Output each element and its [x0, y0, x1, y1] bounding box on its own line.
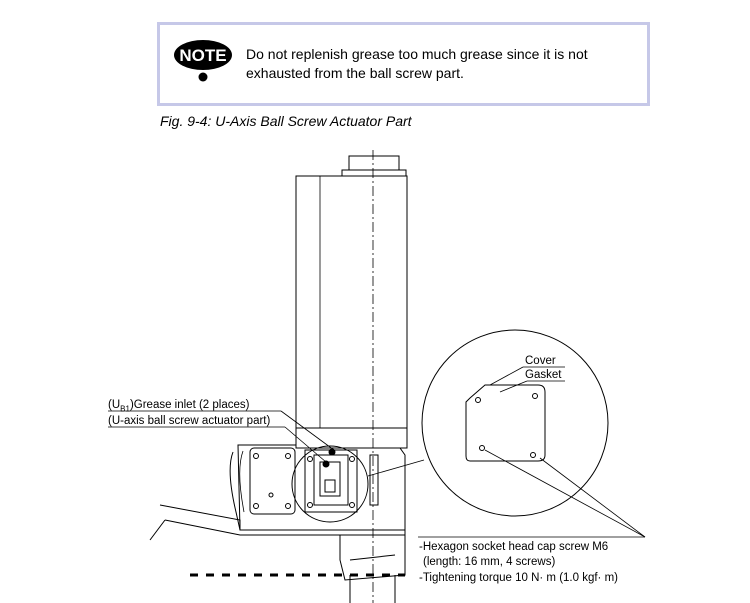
grease-suffix: )Grease inlet (2 places) — [129, 399, 250, 411]
lower-arm — [149, 504, 406, 603]
note-text-line2: exhausted from the ball screw part. — [246, 65, 464, 81]
detail-connector — [367, 459, 425, 477]
note-icon: NOTE — [174, 40, 232, 82]
screw-spec-label: -Hexagon socket head cap screw M6 — [419, 541, 609, 553]
base-body — [229, 444, 406, 531]
top-cap — [341, 155, 407, 177]
cover-label: Cover — [525, 355, 556, 367]
detail-circle-small — [291, 445, 369, 523]
note-box: NOTE Do not replenish grease too much gr… — [157, 22, 650, 106]
detail-circle-large — [421, 329, 609, 517]
note-text: Do not replenish grease too much grease … — [246, 45, 636, 83]
grease-prefix: (U — [108, 399, 121, 411]
screw-length-label: (length: 16 mm, 4 screws) — [423, 556, 556, 568]
grease-inlet-label: (UB1)Grease inlet (2 places) — [108, 398, 249, 416]
actuator-part-label: (U-axis ball screw actuator part) — [108, 415, 271, 427]
gasket-label: Gasket — [525, 369, 562, 381]
grease-sub: B1 — [120, 404, 130, 414]
figure-caption: Fig. 9-4: U-Axis Ball Screw Actuator Par… — [160, 113, 412, 129]
note-icon-label: NOTE — [179, 46, 226, 65]
torque-label: -Tightening torque 10 N· m (1.0 kgf· m) — [419, 572, 618, 584]
note-text-line1: Do not replenish grease too much grease … — [246, 46, 588, 62]
main-column — [295, 175, 408, 429]
leader-lines — [108, 366, 646, 538]
collar — [295, 427, 408, 449]
